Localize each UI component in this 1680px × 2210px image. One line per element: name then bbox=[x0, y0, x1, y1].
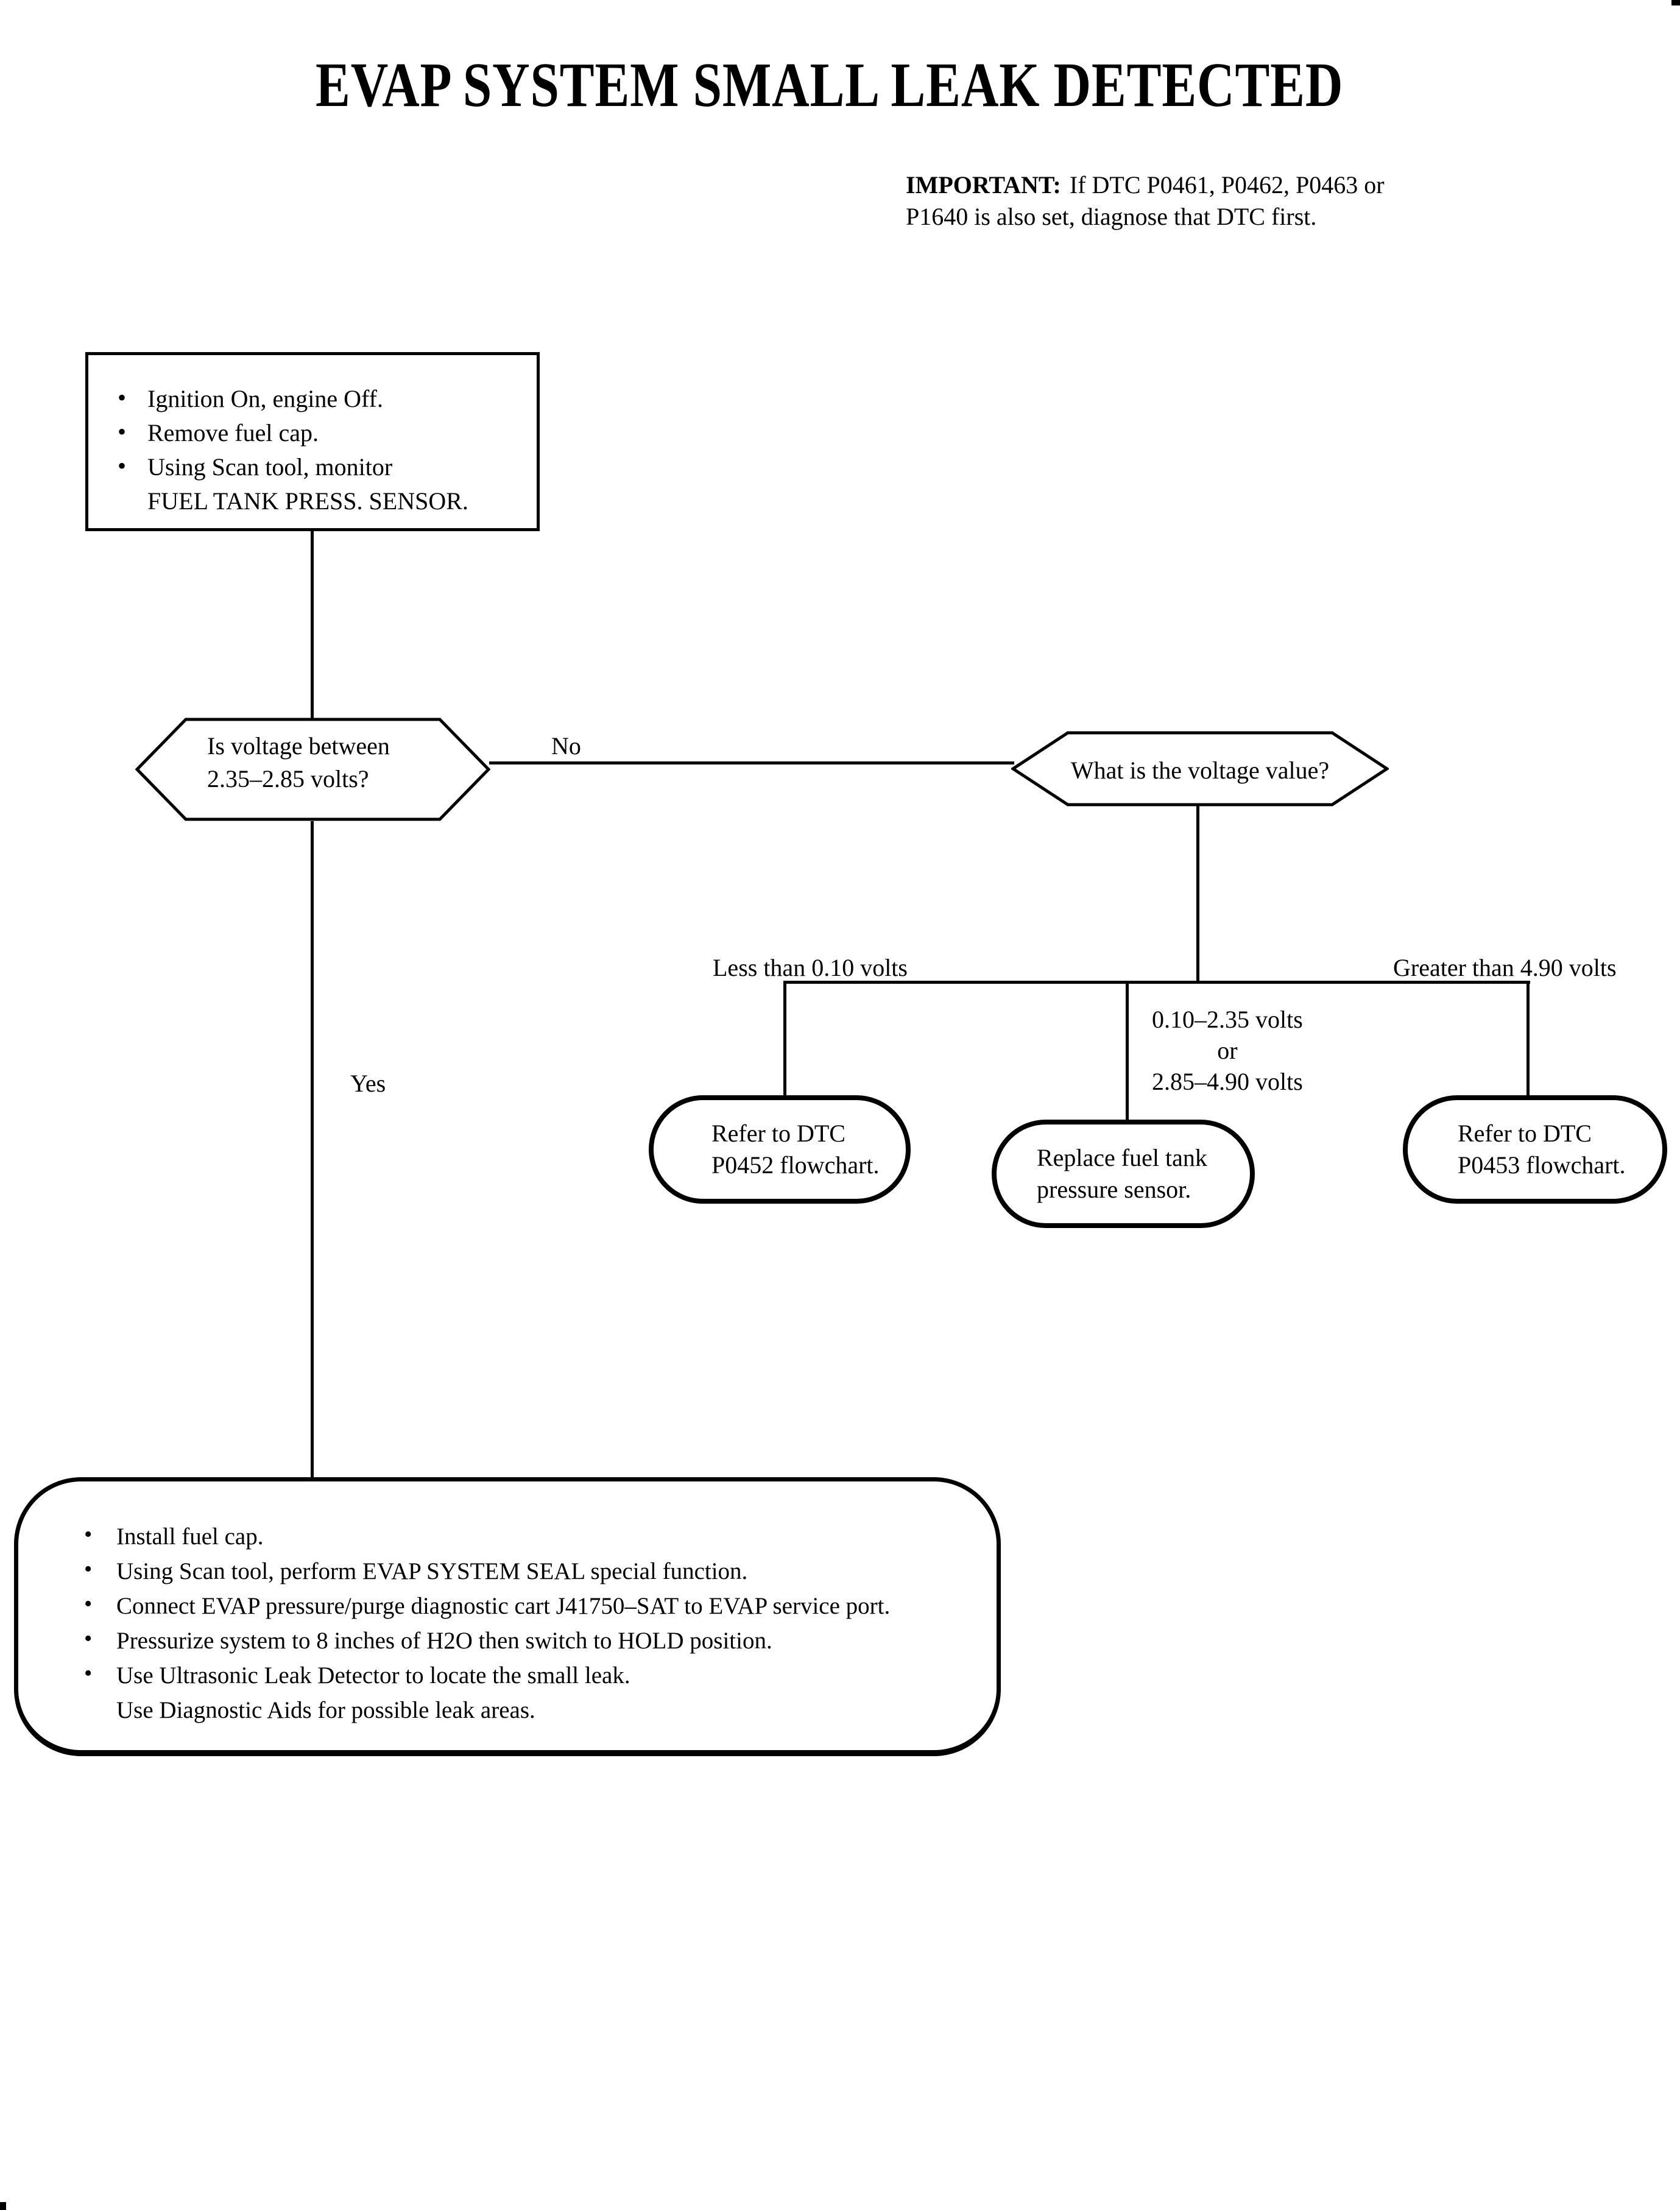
end-step-box: •Install fuel cap. •Using Scan tool, per… bbox=[14, 1477, 1001, 1756]
bullet-icon: • bbox=[84, 1626, 93, 1651]
connector-decision2-down bbox=[1196, 805, 1199, 983]
branch-label-greater: Greater than 4.90 volts bbox=[1393, 954, 1617, 981]
important-text-2: P1640 is also set, diagnose that DTC fir… bbox=[906, 203, 1317, 230]
scan-artifact-top-right bbox=[1671, 0, 1680, 5]
start-step-line-continuation: FUEL TANK PRESS. SENSOR. bbox=[147, 487, 468, 515]
scan-artifact-bottom-left bbox=[0, 2202, 6, 2210]
end-step-line: •Using Scan tool, perform EVAP SYSTEM SE… bbox=[18, 1554, 997, 1589]
end-step-line-continuation: Use Diagnostic Aids for possible leak ar… bbox=[116, 1697, 535, 1723]
bullet-icon: • bbox=[84, 1591, 93, 1617]
connector-distribution-bar bbox=[783, 981, 1530, 984]
important-note: IMPORTANT:If DTC P0461, P0462, P0463 or … bbox=[906, 169, 1385, 233]
bullet-icon: • bbox=[84, 1556, 93, 1582]
important-label: IMPORTANT: bbox=[906, 171, 1061, 199]
bullet-icon: • bbox=[84, 1522, 93, 1547]
end-step-line: •Pressurize system to 8 inches of H2O th… bbox=[18, 1623, 997, 1658]
no-label: No bbox=[551, 732, 581, 760]
decision1-text: Is voltage between 2.35–2.85 volts? bbox=[207, 732, 390, 793]
yes-label: Yes bbox=[350, 1070, 386, 1097]
bullet-icon: • bbox=[84, 1661, 93, 1686]
bullet-icon: • bbox=[118, 418, 127, 445]
end-step-line: •Install fuel cap. bbox=[18, 1519, 997, 1554]
start-step-line: •Remove fuel cap. bbox=[88, 416, 537, 450]
important-line-1: IMPORTANT: If DTC P0461, P0462, P0463 or bbox=[906, 169, 1385, 201]
connector-drop-p0453 bbox=[1526, 981, 1530, 1099]
terminal-p0452: Refer to DTC P0452 flowchart. bbox=[649, 1095, 911, 1204]
branch-label-mid: 0.10–2.35 volts or 2.85–4.90 volts bbox=[1152, 1006, 1303, 1095]
start-step-box: •Ignition On, engine Off. •Remove fuel c… bbox=[85, 352, 540, 531]
bullet-icon: • bbox=[118, 452, 127, 479]
connector-start-to-decision1 bbox=[311, 531, 314, 719]
important-text-1: If DTC P0461, P0462, P0463 or bbox=[1069, 171, 1385, 199]
connector-drop-p0452 bbox=[783, 981, 786, 1098]
terminal-p0453: Refer to DTC P0453 flowchart. bbox=[1403, 1095, 1667, 1204]
page-title: EVAP SYSTEM SMALL LEAK DETECTED bbox=[316, 50, 1344, 120]
end-step-line: •Connect EVAP pressure/purge diagnostic … bbox=[18, 1589, 997, 1623]
decision2-hexagon bbox=[1011, 731, 1389, 807]
connector-drop-replace bbox=[1126, 981, 1129, 1122]
start-step-line: •Using Scan tool, monitor bbox=[88, 450, 537, 484]
branch-label-less: Less than 0.10 volts bbox=[713, 954, 908, 981]
terminal-replace-sensor: Replace fuel tank pressure sensor. bbox=[992, 1120, 1255, 1228]
bullet-icon: • bbox=[118, 384, 127, 411]
connector-no-line bbox=[489, 761, 1014, 764]
end-step-line: •Use Ultrasonic Leak Detector to locate … bbox=[18, 1658, 997, 1693]
decision2-text: What is the voltage value? bbox=[1070, 757, 1330, 784]
connector-yes-line bbox=[311, 821, 314, 1477]
start-step-line: •Ignition On, engine Off. bbox=[88, 382, 537, 416]
decision1-hexagon bbox=[135, 718, 490, 821]
